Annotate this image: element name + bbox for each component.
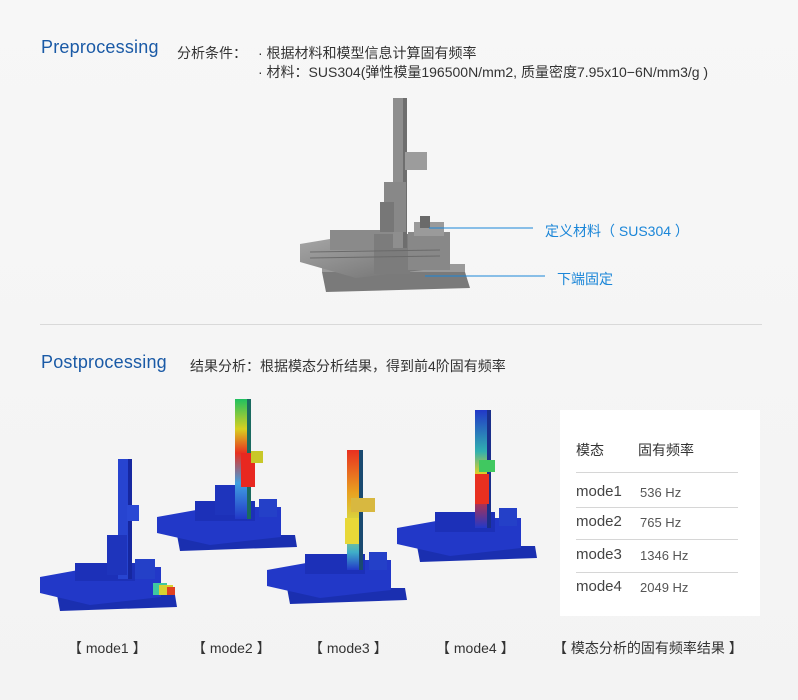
table-row-mode: mode2 [576,513,622,530]
condition-label: 分析条件： [177,45,247,61]
table-row-mode: mode4 [576,578,622,595]
postprocessing-title: Postprocessing [41,352,167,372]
table-row-mode: mode1 [576,483,622,500]
material-callout: 定义材料（ SUS304 ） [545,223,689,239]
mode2-model [157,399,297,551]
caption-mode4: 【 mode4 】 [436,640,515,656]
table-row-freq: 1346 Hz [640,548,689,563]
condition-bullet-2: · 材料：SUS304(弹性模量196500N/mm2, 质量密度7.95x10… [258,64,709,80]
callout-lines [425,227,545,277]
table-row-freq: 536 Hz [640,485,682,500]
caption-frequency-results: 【 模态分析的固有频率结果 】 [553,640,743,656]
section-divider [40,324,762,325]
mode3-model [267,450,407,604]
table-divider [576,572,738,573]
table-divider [576,539,738,540]
caption-mode1: 【 mode1 】 [68,640,147,656]
frequency-table: 模态 固有频率 mode1 536 Hz mode2 765 Hz mode3 … [560,410,760,616]
gray-machine-model [300,98,470,292]
caption-mode3: 【 mode3 】 [309,640,388,656]
result-text: 结果分析：根据模态分析结果，得到前4阶固有频率 [190,358,506,374]
table-header-freq: 固有频率 [638,442,694,458]
caption-mode2: 【 mode2 】 [192,640,271,656]
table-header-mode: 模态 [576,442,604,458]
condition-bullet-1: · 根据材料和模型信息计算固有频率 [258,45,477,61]
table-row-mode: mode3 [576,546,622,563]
fixed-callout: 下端固定 [557,271,613,287]
table-divider [576,472,738,473]
mode4-model [397,410,537,562]
mode1-model [40,459,177,611]
preprocessing-title: Preprocessing [41,37,159,57]
table-divider [576,507,738,508]
table-row-freq: 765 Hz [640,515,682,530]
table-row-freq: 2049 Hz [640,580,689,595]
